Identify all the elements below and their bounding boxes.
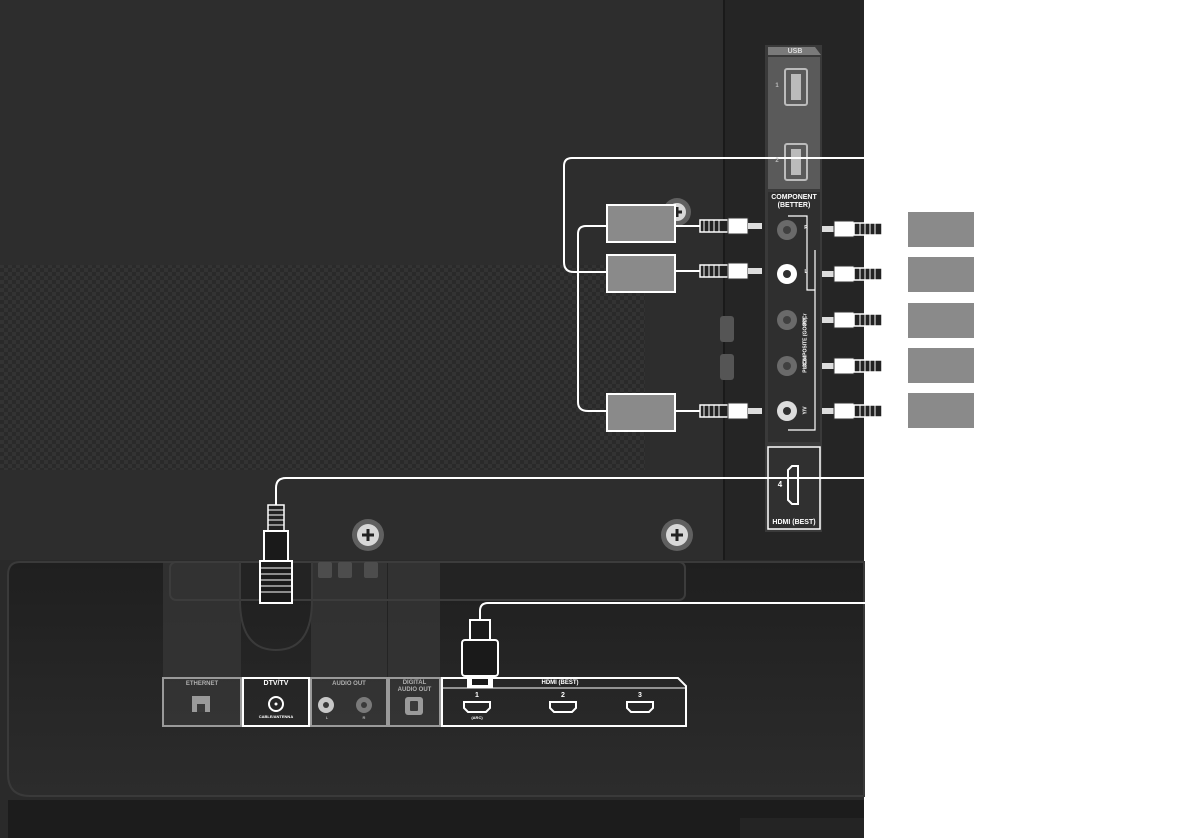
vent-mesh <box>0 265 645 470</box>
hdmi-bottom-title: HDMI (BEST) <box>541 680 579 686</box>
rca-plug-icon <box>822 265 907 283</box>
coax-port-icon <box>268 696 284 712</box>
placeholder-box <box>906 210 976 249</box>
hdmi-4-number: 4 <box>777 480 783 489</box>
component-subtitle: (BETTER) <box>777 202 811 209</box>
hdmi-bottom-box <box>441 677 687 727</box>
hdmi-side-title: HDMI (BEST) <box>772 519 816 526</box>
hdmi-2-number: 2 <box>561 692 565 699</box>
screw-icon <box>352 519 384 551</box>
hdmi-port-icon <box>463 701 491 713</box>
callout-line <box>577 225 606 412</box>
placeholder-box <box>606 393 676 432</box>
callout-line <box>275 477 1190 505</box>
rca-plug-icon <box>822 311 907 329</box>
component-title: COMPONENT <box>771 194 817 201</box>
rca-jack-icon <box>720 354 734 380</box>
placeholder-box <box>606 204 676 243</box>
rca-plug-icon <box>822 357 907 375</box>
hdmi-plug-icon <box>461 619 499 688</box>
jack-r-label: R <box>804 225 808 231</box>
placeholder-box <box>906 301 976 340</box>
rca-plug-icon <box>822 220 907 238</box>
audio-r-label: R <box>362 715 366 720</box>
callout-line <box>563 157 1190 273</box>
hdmi-port-icon <box>626 701 654 713</box>
ethernet-label: ETHERNET <box>185 681 219 687</box>
dtv-box <box>242 677 310 727</box>
callout-line <box>479 602 1190 620</box>
rca-jack-icon <box>720 316 734 342</box>
placeholder-box <box>906 346 976 385</box>
screw-icon <box>661 519 693 551</box>
composite-label: COMPOSITE (GOOD) <box>802 317 809 368</box>
usb-port-1-label: 1 <box>775 83 779 89</box>
hdmi-1-number: 1 <box>475 692 479 699</box>
ethernet-box <box>162 677 242 727</box>
audio-out-box <box>310 677 388 727</box>
jack-y-label: Y/V <box>802 406 809 415</box>
cable-antenna-label: CABLE/ANTENNA <box>258 714 294 719</box>
rca-plug-icon <box>675 402 762 420</box>
hdmi-1-arc: (ARC) <box>471 715 483 720</box>
placeholder-box <box>606 254 676 293</box>
digital-audio-label-1: DIGITAL <box>402 680 427 686</box>
hdmi-port-icon <box>549 701 577 713</box>
hdmi-port-icon <box>787 465 799 505</box>
dtv-tv-label: DTV/TV <box>263 680 289 687</box>
rca-plug-icon <box>675 262 762 280</box>
hdmi-3-number: 3 <box>638 692 642 699</box>
usb-port-2-label: 2 <box>775 158 779 164</box>
usb-port-icon <box>784 68 808 106</box>
coax-plug-icon <box>259 504 293 604</box>
digital-audio-label-2: AUDIO OUT <box>397 687 432 693</box>
jack-l-label: L <box>804 269 808 275</box>
audio-out-label: AUDIO OUT <box>332 681 366 687</box>
audio-l-label: L <box>325 715 329 720</box>
placeholder-box <box>906 255 976 294</box>
usb-label: USB <box>787 48 803 55</box>
usb-port-icon <box>784 143 808 181</box>
rca-plug-icon <box>822 402 907 420</box>
hdmi-side-area <box>767 446 821 530</box>
placeholder-box <box>906 391 976 430</box>
rca-plug-icon <box>675 217 762 235</box>
digital-audio-box <box>388 677 441 727</box>
